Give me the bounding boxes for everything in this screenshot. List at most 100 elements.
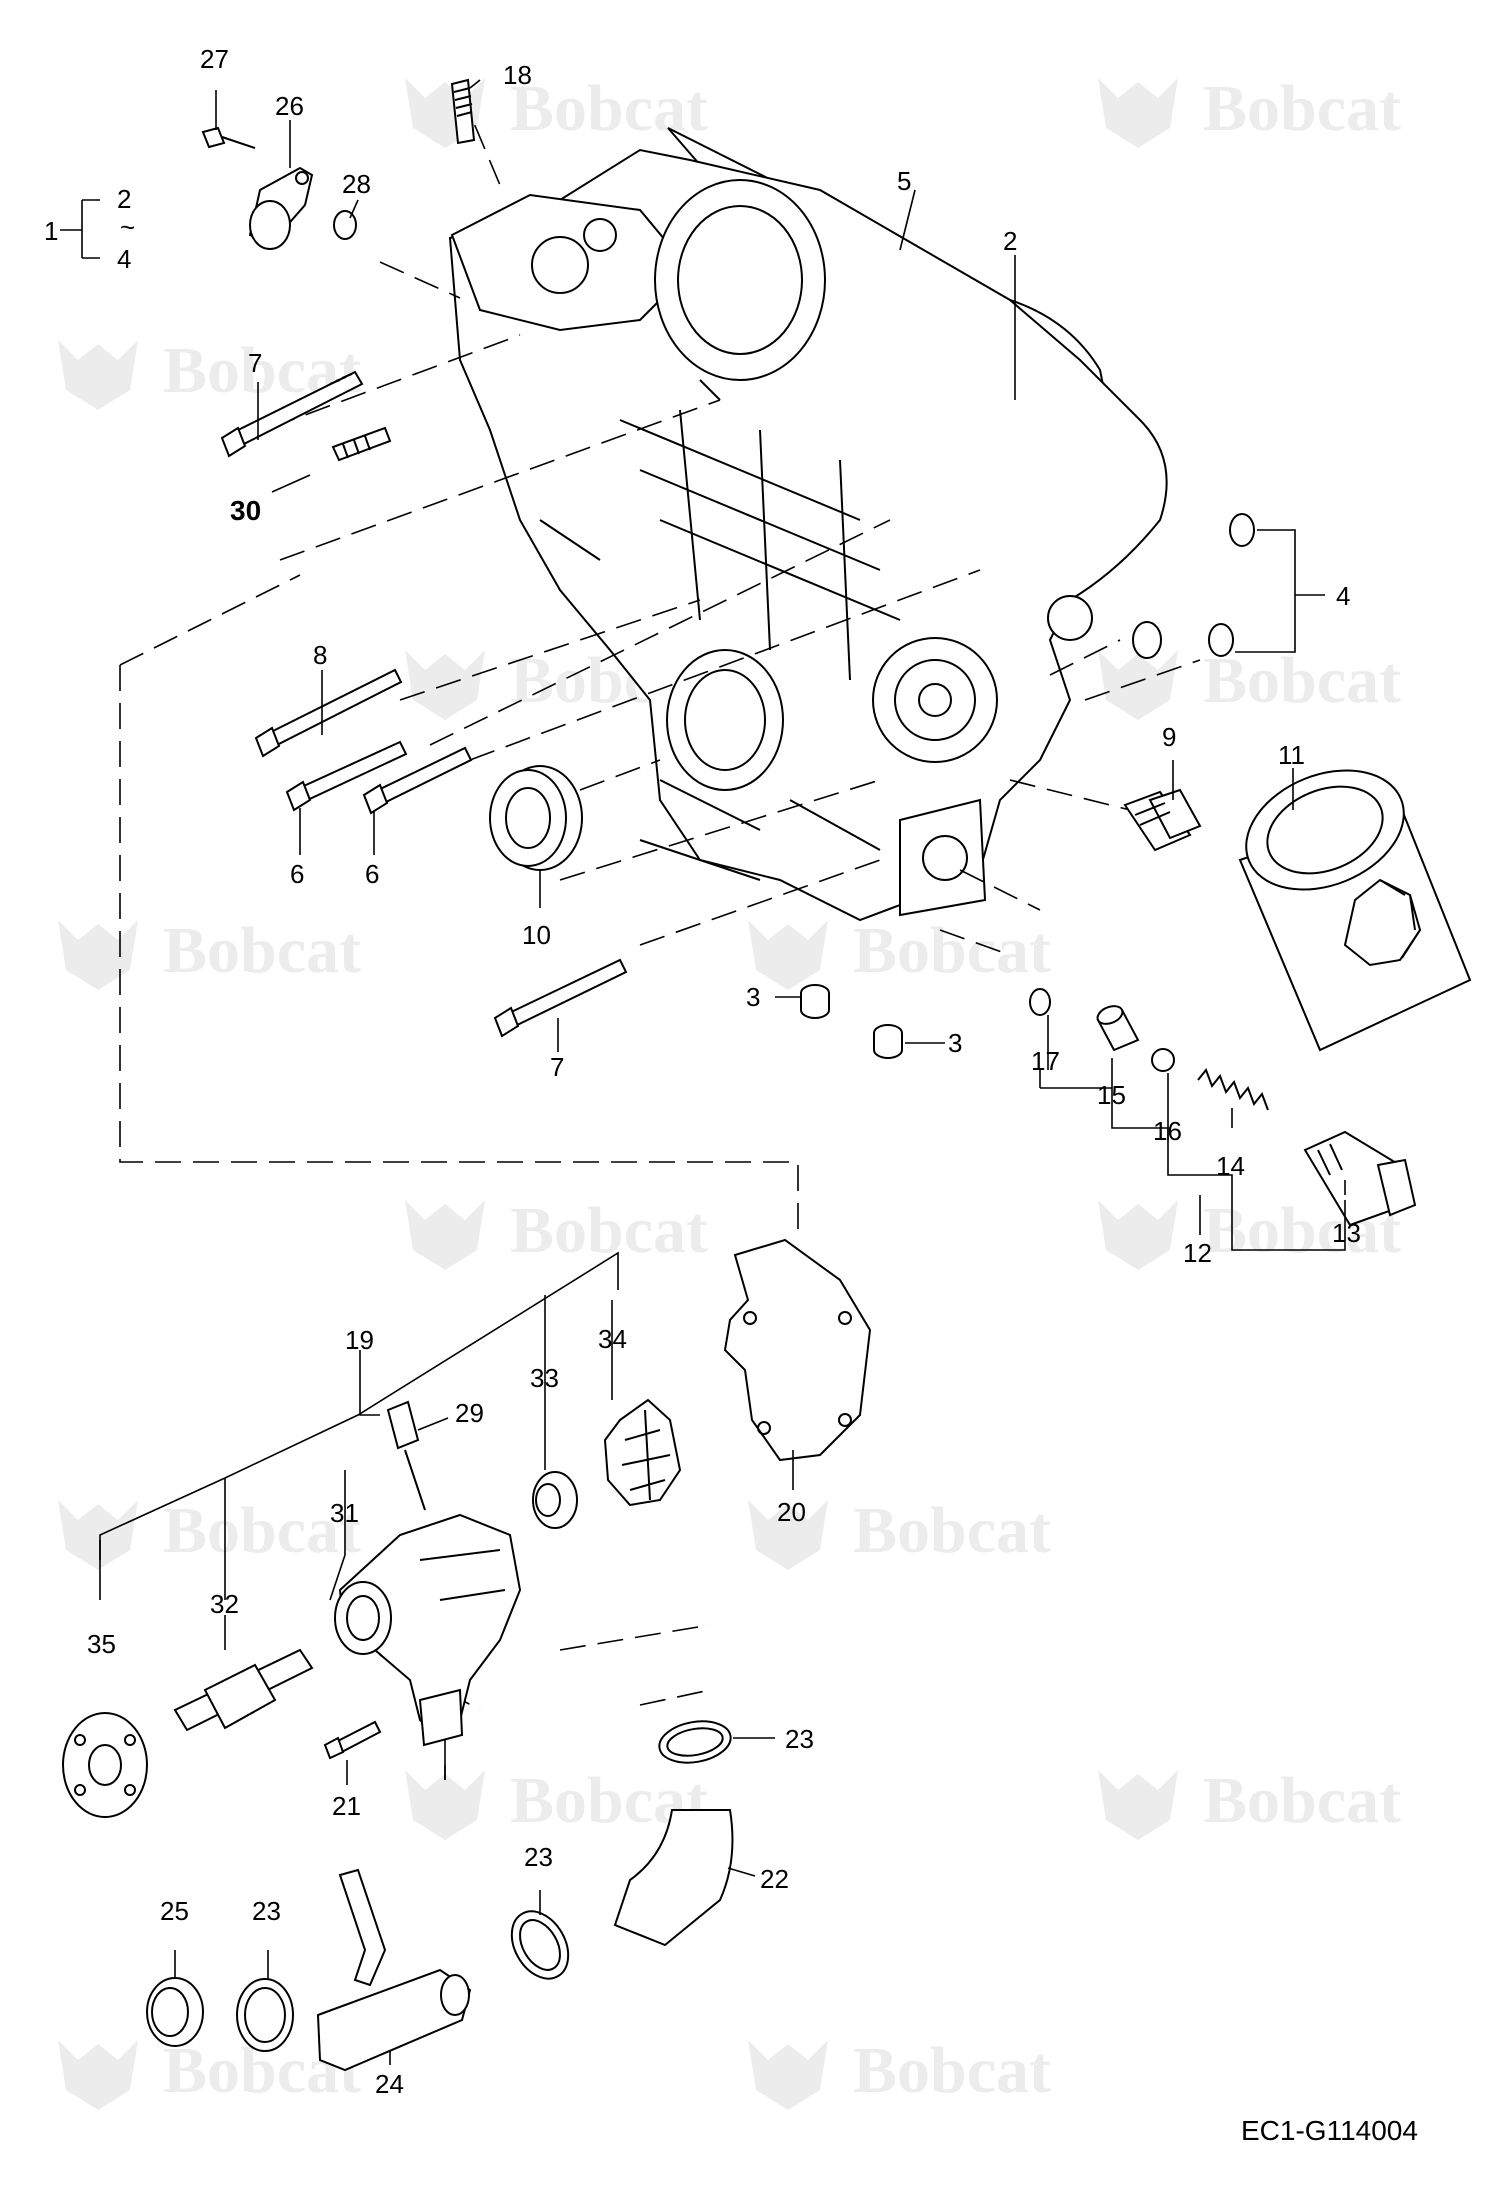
bolt-part-6-a bbox=[285, 740, 408, 812]
gasket-hole bbox=[838, 1413, 852, 1427]
bobcat-logo-icon bbox=[405, 1200, 485, 1270]
watermark-text: Bobcat bbox=[163, 914, 361, 987]
callout-27: 27 bbox=[200, 44, 229, 74]
watermark: Bobcat bbox=[1098, 72, 1401, 148]
fitting-part-9 bbox=[1123, 788, 1202, 852]
callout-20: 20 bbox=[777, 1497, 806, 1527]
leader-lines bbox=[60, 79, 1346, 2065]
housing-ribs bbox=[619, 409, 901, 681]
o-ring-part-4-upper bbox=[1229, 513, 1255, 547]
assembly-boundary-dashed-top bbox=[119, 574, 301, 666]
callout-22: 22 bbox=[760, 1864, 789, 1894]
bobcat-logo-icon bbox=[1098, 650, 1178, 720]
spring-part-14 bbox=[1197, 1068, 1269, 1111]
callout-32: 32 bbox=[210, 1589, 239, 1619]
plug-bolt-part-13 bbox=[1303, 1130, 1417, 1227]
callout-3-left: 3 bbox=[746, 982, 760, 1012]
watermark: Bobcat bbox=[1098, 644, 1401, 720]
assembly-boundary-dashed bbox=[119, 665, 799, 1230]
bolt-part-7-lower bbox=[493, 958, 628, 1038]
bobcat-logo-icon bbox=[58, 340, 138, 410]
oil-filter-port bbox=[922, 835, 968, 881]
callout-18: 18 bbox=[503, 60, 532, 90]
watermark-text: Bobcat bbox=[1203, 1764, 1401, 1837]
callout-1-range-top: 2 bbox=[117, 184, 131, 214]
stud-part-18 bbox=[450, 78, 476, 145]
watermark: Bobcat bbox=[58, 2034, 361, 2110]
callout-1-range-bottom: 4 bbox=[117, 244, 131, 274]
gear-case-housing bbox=[448, 127, 1168, 922]
callout-29: 29 bbox=[455, 1398, 484, 1428]
oil-pump-cover-inner bbox=[894, 659, 976, 741]
gasket-part-20 bbox=[723, 1238, 872, 1462]
callout-7-upper: 7 bbox=[248, 348, 262, 378]
watermark-text: Bobcat bbox=[853, 1494, 1051, 1567]
callout-5: 5 bbox=[897, 166, 911, 196]
bobcat-logo-icon bbox=[748, 1500, 828, 1570]
oil-filter-part-11 bbox=[1238, 769, 1472, 1052]
seal-part-33 bbox=[532, 1471, 578, 1529]
callout-13: 13 bbox=[1332, 1218, 1361, 1248]
watermark: Bobcat bbox=[1098, 1764, 1401, 1840]
thermostat-port bbox=[531, 236, 589, 294]
watermark-text: Bobcat bbox=[163, 1494, 361, 1567]
ball-part-16 bbox=[1151, 1048, 1175, 1072]
callout-8: 8 bbox=[313, 640, 327, 670]
bolt-part-27 bbox=[201, 126, 256, 149]
hose-part-22 bbox=[613, 1809, 734, 1947]
bobcat-logo-icon bbox=[58, 1500, 138, 1570]
hose-clamp-part-23-upper bbox=[658, 1720, 732, 1764]
watermark: Bobcat bbox=[58, 1494, 361, 1570]
bobcat-logo-icon bbox=[58, 2040, 138, 2110]
watermark-text: Bobcat bbox=[853, 2034, 1051, 2107]
bobcat-logo-icon bbox=[405, 1770, 485, 1840]
o-ring-part-17 bbox=[1029, 988, 1051, 1016]
callout-23-lower: 23 bbox=[252, 1896, 281, 1926]
callout-19: 19 bbox=[345, 1325, 374, 1355]
watermark: Bobcat bbox=[405, 1194, 708, 1270]
flange-part-35 bbox=[62, 1712, 148, 1818]
callout-1-range-sep: ~ bbox=[120, 212, 135, 242]
callout-6-a: 6 bbox=[290, 859, 304, 889]
watermark: Bobcat bbox=[405, 1764, 708, 1840]
gasket-hole bbox=[838, 1311, 852, 1325]
housing-large-opening bbox=[654, 179, 826, 381]
bobcat-logo-icon bbox=[748, 920, 828, 990]
housing-bolt-boss bbox=[1047, 595, 1093, 641]
callout-25: 25 bbox=[160, 1896, 189, 1926]
callout-35: 35 bbox=[87, 1629, 116, 1659]
callout-33: 33 bbox=[530, 1363, 559, 1393]
watermark-text: Bobcat bbox=[1203, 72, 1401, 145]
callout-14: 14 bbox=[1216, 1151, 1245, 1181]
bolt-part-6-b bbox=[362, 746, 473, 815]
alignment-lines bbox=[269, 89, 1201, 1780]
callout-23-upper: 23 bbox=[785, 1724, 814, 1754]
housing-port-4 bbox=[1132, 621, 1162, 659]
bolt-part-7-upper bbox=[220, 370, 364, 458]
bobcat-logo-icon bbox=[1098, 1770, 1178, 1840]
callout-9: 9 bbox=[1162, 722, 1176, 752]
oil-seal-part-10 bbox=[489, 765, 583, 871]
impeller-part-34 bbox=[603, 1398, 682, 1507]
bobcat-logo-icon bbox=[58, 920, 138, 990]
callout-30: 30 bbox=[230, 495, 261, 526]
hose-clamp-part-23-middle bbox=[510, 1910, 570, 1980]
housing-detail-lines bbox=[539, 379, 881, 881]
callout-10: 10 bbox=[522, 920, 551, 950]
callout-34: 34 bbox=[598, 1324, 627, 1354]
watermark-text: Bobcat bbox=[510, 1194, 708, 1267]
callout-28: 28 bbox=[342, 169, 371, 199]
callout-31: 31 bbox=[330, 1498, 359, 1528]
cap-part-25 bbox=[146, 1977, 204, 2047]
callout-24: 24 bbox=[375, 2069, 404, 2099]
housing-large-opening-inner bbox=[677, 205, 803, 355]
gasket-hole bbox=[743, 1311, 757, 1325]
thermostat-port-small bbox=[583, 218, 617, 252]
watermark: Bobcat bbox=[748, 2034, 1051, 2110]
o-ring-part-28 bbox=[333, 210, 357, 240]
callout-23-middle: 23 bbox=[524, 1842, 553, 1872]
callout-6-b: 6 bbox=[365, 859, 379, 889]
o-ring-part-4-lower bbox=[1208, 623, 1234, 657]
watermark: Bobcat bbox=[405, 72, 708, 148]
